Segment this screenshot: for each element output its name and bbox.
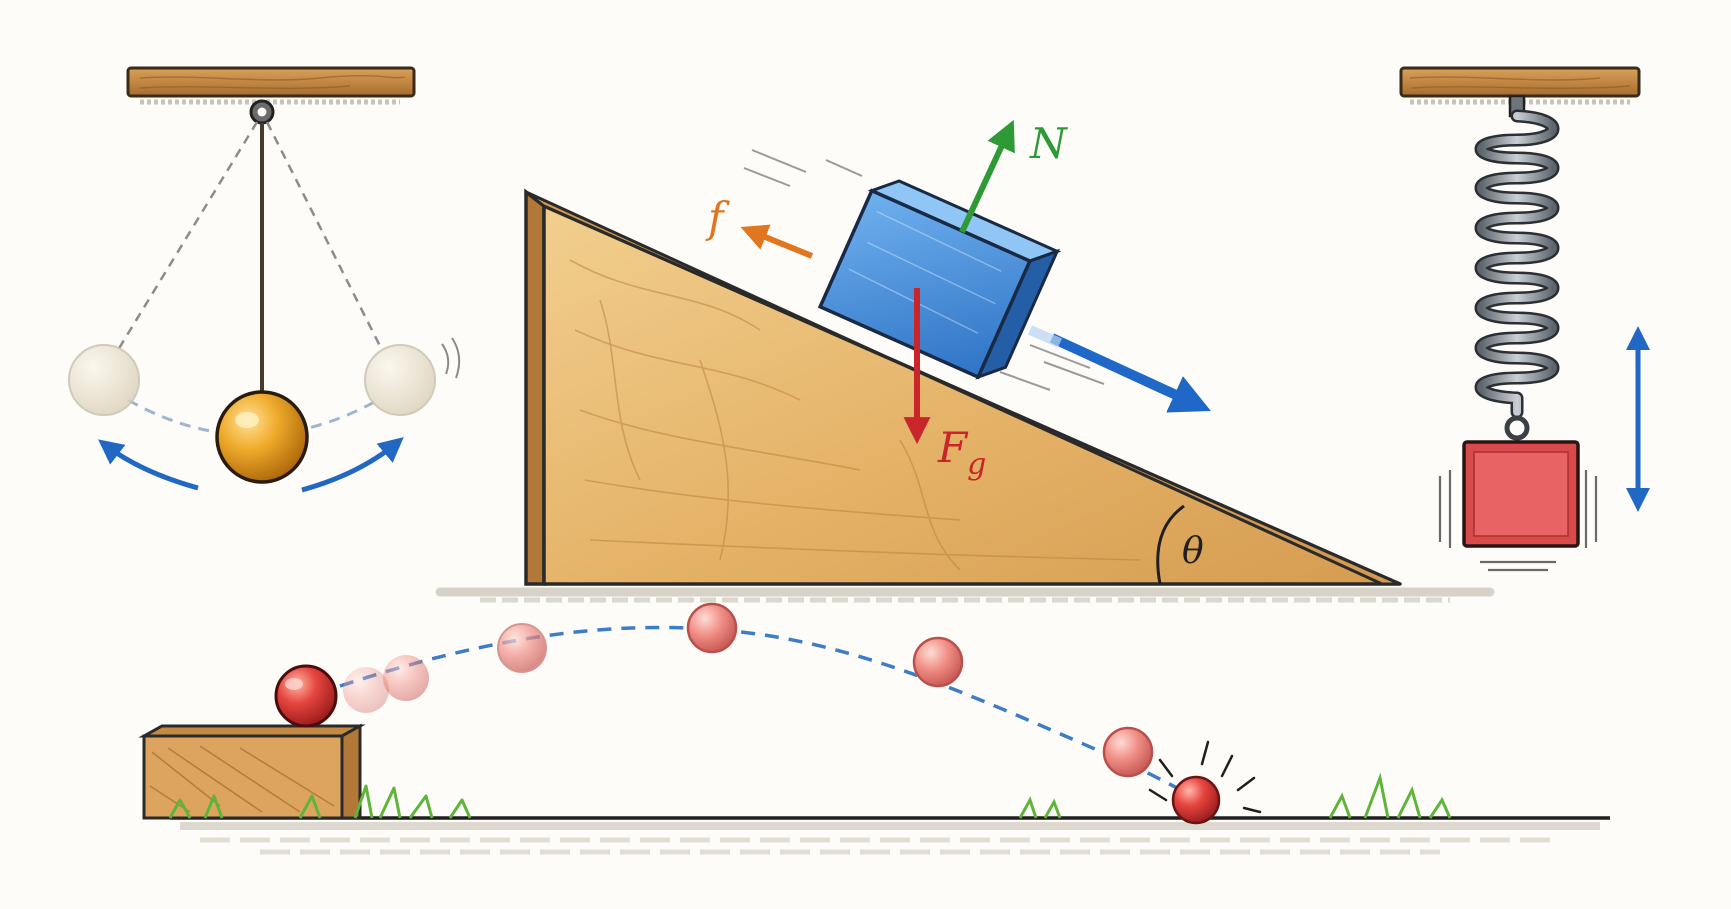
- gravity-force-label: Fg: [937, 423, 986, 482]
- gravity-force-label-main: F: [937, 423, 969, 472]
- launch-ledge-front: [142, 734, 344, 820]
- ground-shading: [200, 837, 1560, 855]
- spring-ceiling: [1399, 66, 1641, 98]
- projectile-ghost-4: [686, 602, 738, 654]
- ghost-ball-left: [68, 344, 140, 416]
- ramp-top-face: [525, 190, 1401, 586]
- swing-motion-marks: [441, 337, 461, 379]
- swing-arrow-right: [301, 437, 404, 493]
- angle-arc: [1156, 504, 1185, 585]
- inclined-plane: θ N f Fg: [435, 119, 1495, 603]
- projectile-ghost-6: [1102, 726, 1154, 778]
- block-front-face: [817, 188, 1033, 380]
- projectile-ghost-3: [497, 623, 547, 673]
- projectile-ghost-5: [912, 636, 964, 688]
- projectile-trajectory: [339, 625, 1197, 800]
- normal-force-label: N: [1029, 119, 1068, 168]
- spring-mass-hook: [1504, 415, 1530, 441]
- impact-burst-lines: [1148, 740, 1262, 814]
- angle-label: θ: [1182, 531, 1204, 572]
- ramp-side-face: [524, 188, 546, 586]
- pendulum-ceiling-grain: [139, 75, 406, 90]
- grass-tuft-right: [1328, 772, 1452, 819]
- normal-force-arrow: [959, 119, 1015, 234]
- mass-vibration-marks: [1438, 470, 1598, 572]
- projectile-motion: [138, 602, 1610, 855]
- friction-force-arrow: [740, 224, 814, 259]
- pendulum: [68, 66, 461, 493]
- projectile-ghost-2: [383, 655, 429, 701]
- projectile-impact-ball: [1171, 775, 1221, 825]
- motion-speed-lines: [743, 149, 1105, 391]
- friction-force-label: f: [705, 193, 730, 242]
- ghost-string-right: [265, 121, 384, 351]
- ghost-ball-right: [364, 344, 436, 416]
- ghost-string-left: [116, 121, 259, 351]
- motion-direction-arrow: [1049, 333, 1211, 413]
- grass-tuft-left: [168, 784, 472, 819]
- pendulum-bob: [215, 390, 309, 484]
- projectile-ghost-1: [343, 667, 389, 713]
- ramp-wood-grain: [569, 259, 1141, 571]
- gravity-force-label-sub: g: [967, 447, 986, 482]
- projectile-launch-ball: [274, 664, 338, 728]
- spring-mass-system: [1399, 66, 1650, 572]
- pendulum-ceiling: [126, 66, 416, 98]
- swing-arrow-left: [98, 439, 199, 491]
- grass-tuft-middle: [1018, 796, 1062, 819]
- launch-ledge-side: [340, 723, 362, 820]
